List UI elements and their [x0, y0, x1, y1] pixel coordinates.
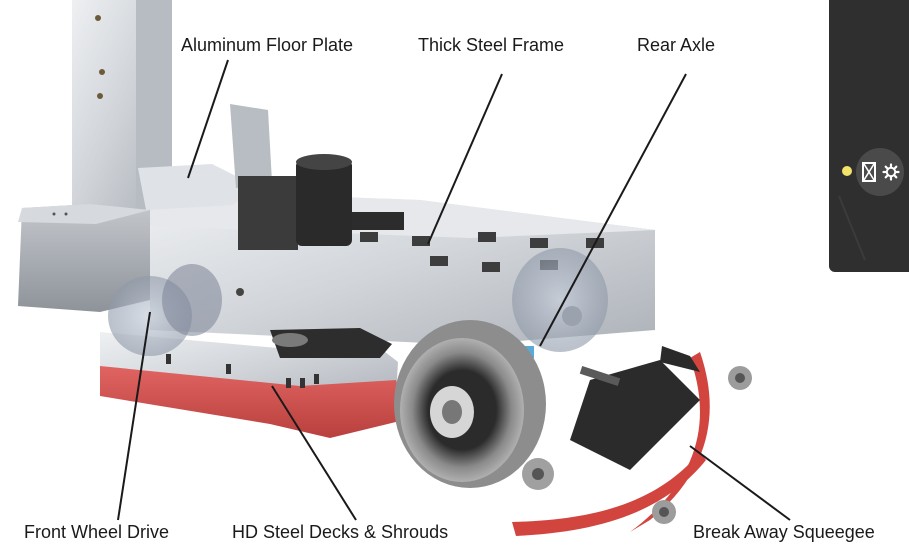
- aluminum-floor-plate: [138, 104, 352, 250]
- leader-front-wheel-drive: [117, 311, 151, 521]
- callout-lines: [117, 59, 791, 521]
- label-front-wheel-drive: Front Wheel Drive: [24, 522, 170, 542]
- large-wheel: [394, 320, 546, 488]
- break-away-squeegee: [512, 346, 752, 536]
- rear-axle-wheel: [512, 248, 608, 358]
- mast: [72, 0, 172, 222]
- label-thick-steel-frame: Thick Steel Frame: [418, 35, 565, 55]
- label-rear-axle: Rear Axle: [637, 35, 716, 55]
- leader-hd-steel-decks: [271, 385, 357, 521]
- status-indicator-dot: [842, 166, 852, 176]
- front-bumper: [18, 204, 150, 312]
- hd-steel-deck: [100, 328, 404, 438]
- label-hd-steel-decks: HD Steel Decks & Shrouds: [232, 522, 449, 542]
- side-toolbar-panel: [829, 0, 909, 272]
- hourglass-icon: [862, 162, 876, 182]
- gear-icon: [882, 163, 900, 181]
- panel-decoration: [838, 195, 866, 261]
- leader-thick-steel-frame: [427, 73, 503, 245]
- label-break-away-squeegee: Break Away Squeegee: [693, 522, 875, 542]
- leader-rear-axle: [539, 73, 687, 347]
- leader-aluminum-floor-plate: [187, 59, 229, 179]
- hourglass-settings-button[interactable]: [856, 148, 904, 196]
- label-aluminum-floor-plate: Aluminum Floor Plate: [181, 35, 354, 55]
- leader-break-away-squeegee: [689, 445, 791, 521]
